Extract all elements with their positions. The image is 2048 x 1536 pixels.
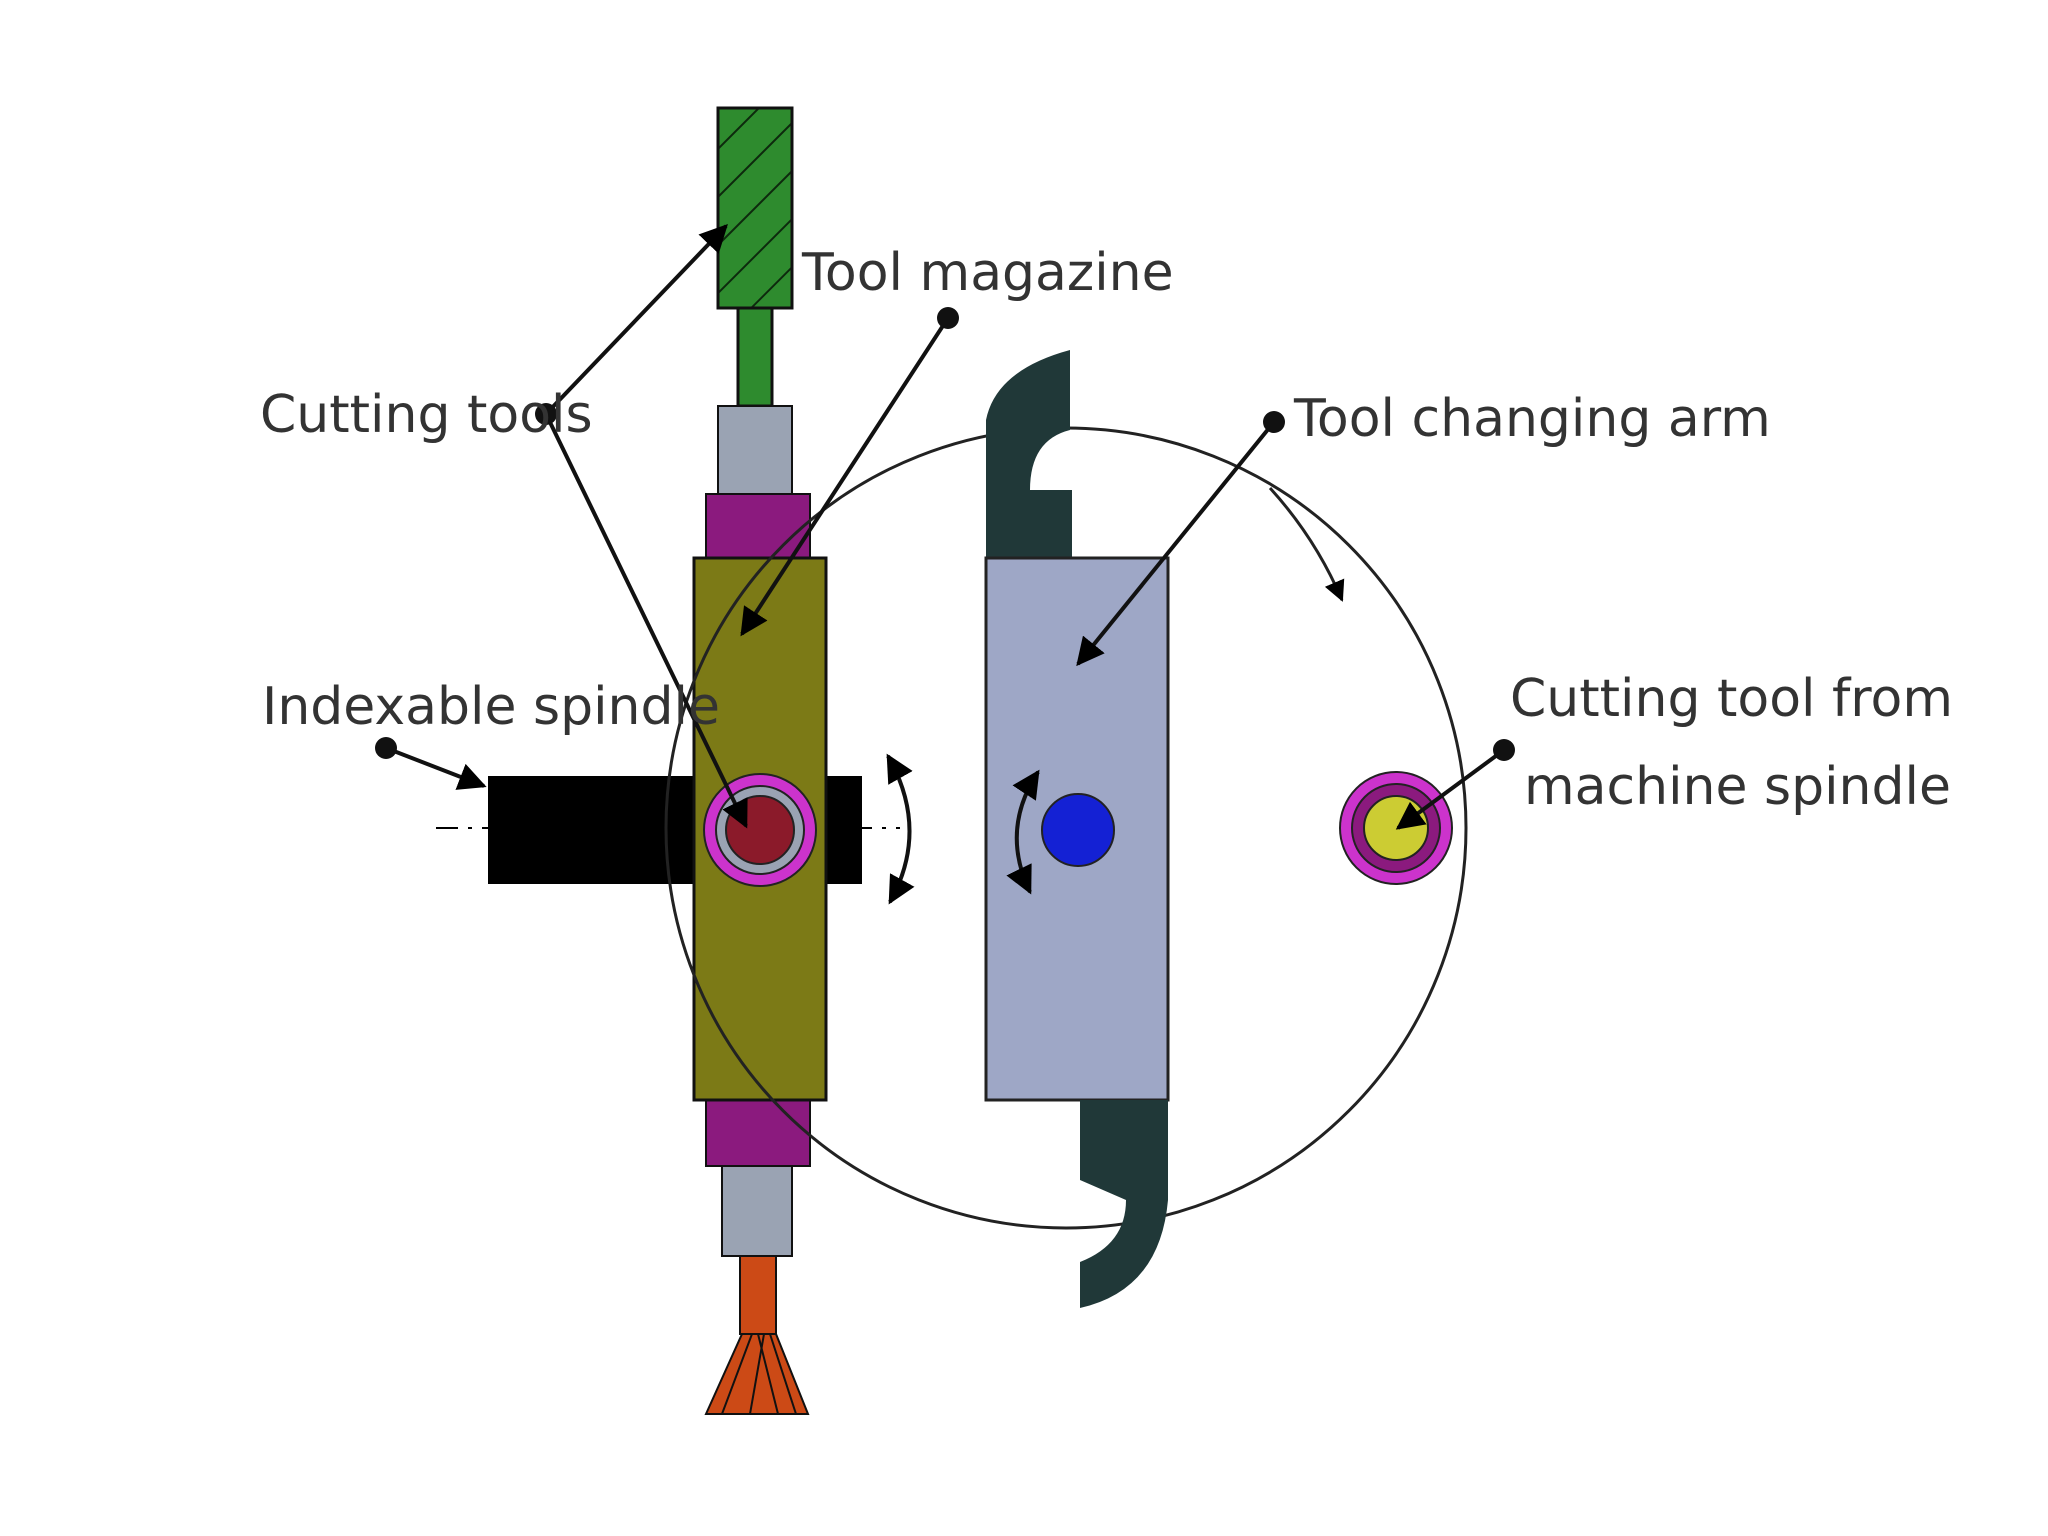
- cutting-tools-leader-top: [544, 223, 728, 416]
- tool-changing-arm-label: Tool changing arm: [1293, 389, 1771, 449]
- arm-rotation-arrow: [1268, 486, 1345, 602]
- vertical-spindle: [704, 106, 811, 1415]
- machine-spindle-tool: [1339, 771, 1453, 885]
- tool-magazine-leader: [740, 316, 950, 637]
- tool-changing-arm-leader: [1076, 420, 1276, 667]
- lower-collar: [705, 1099, 811, 1167]
- upper-spindle-segment: [717, 405, 793, 495]
- cutting-tools-label: Cutting tools: [260, 385, 593, 445]
- upper-collar: [705, 493, 811, 559]
- leader-lines: [385, 223, 1506, 830]
- lower-arm-hook: [1080, 1100, 1168, 1308]
- machine-spindle-tool-label-line2: machine spindle: [1524, 757, 1951, 817]
- indexable-spindle-label: Indexable spindle: [262, 677, 720, 737]
- machine-spindle-tool-dot: [1493, 739, 1515, 761]
- hub-rotation-arrow: [1006, 769, 1040, 895]
- indexing-rotation-arrow: [886, 753, 915, 905]
- magazine-tool-socket: [703, 773, 817, 887]
- machine-spindle-tool-label-line1: Cutting tool from: [1510, 669, 1953, 729]
- indexable-spindle-leader: [385, 746, 487, 790]
- cutting-tools-dot: [535, 403, 557, 425]
- bit-shank: [739, 1255, 777, 1335]
- bottom-cutting-bit: [704, 1333, 810, 1415]
- machine-spindle-tool-leader: [1395, 748, 1506, 830]
- top-cutting-tool-body: [716, 106, 794, 310]
- tool-magazine-label: Tool magazine: [801, 243, 1174, 303]
- leader-dots: [375, 307, 1515, 761]
- arm-pivot-hub: [1041, 793, 1115, 867]
- top-cutting-tool-shank: [736, 306, 774, 408]
- cutting-tools-leader-socket: [544, 413, 748, 829]
- indexable-spindle-dot: [375, 737, 397, 759]
- tool-changing-arm-dot: [1263, 411, 1285, 433]
- upper-arm-hook: [986, 350, 1072, 558]
- tool-changing-arm: [984, 350, 1170, 1308]
- lower-spindle-segment: [721, 1165, 793, 1257]
- tool-magazine-dot: [937, 307, 959, 329]
